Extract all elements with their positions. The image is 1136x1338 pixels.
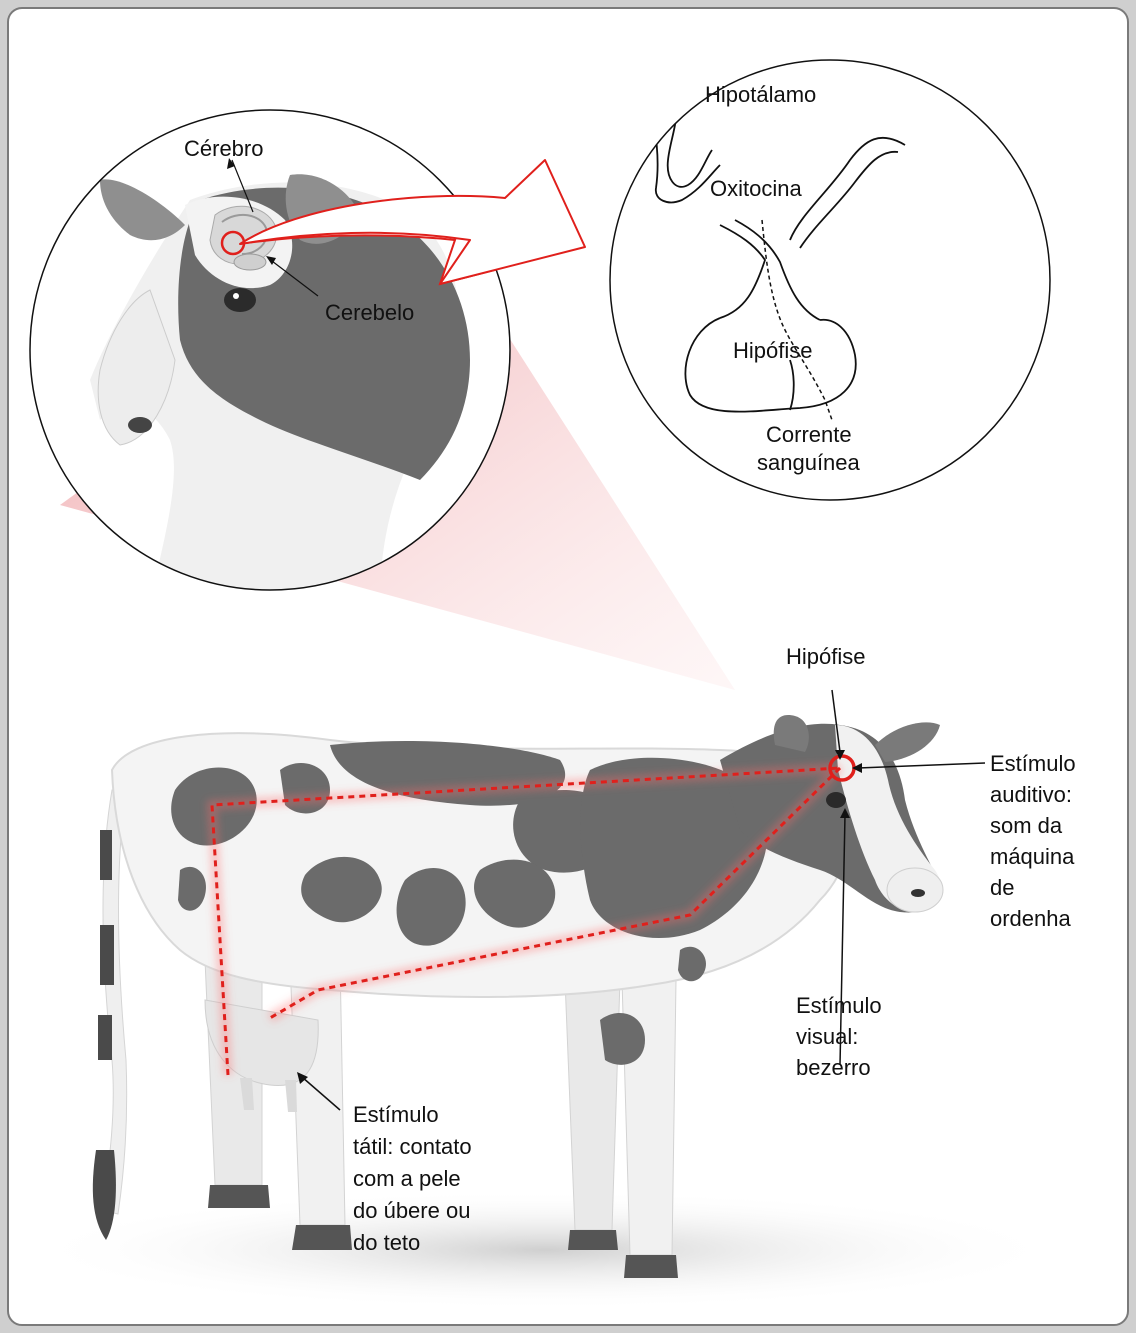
label-hipofise-inset: Hipófise (733, 338, 812, 363)
label-cerebelo: Cerebelo (325, 300, 414, 325)
label-hipofise-cow: Hipófise (786, 644, 865, 669)
svg-text:com a pele: com a pele (353, 1166, 461, 1191)
head-eye-highlight (233, 293, 239, 299)
svg-text:Estímulo: Estímulo (353, 1102, 439, 1127)
svg-text:do úbere ou: do úbere ou (353, 1198, 470, 1223)
label-oxitocina: Oxitocina (710, 176, 802, 201)
svg-text:do teto: do teto (353, 1230, 420, 1255)
head-nostril (128, 417, 152, 433)
label-hipotalamo: Hipotálamo (705, 82, 816, 107)
svg-text:Estímulo: Estímulo (990, 751, 1076, 776)
cow-nostril (911, 889, 925, 897)
ground-shadow (25, 1190, 1065, 1310)
cow-hoof (568, 1230, 618, 1250)
svg-text:máquina: máquina (990, 844, 1075, 869)
head-eye (224, 288, 256, 312)
svg-text:auditivo:: auditivo: (990, 782, 1072, 807)
svg-text:bezerro: bezerro (796, 1055, 871, 1080)
label-corrente-line2: sanguínea (757, 450, 861, 475)
svg-text:de: de (990, 875, 1014, 900)
svg-text:som da: som da (990, 813, 1063, 838)
svg-text:visual:: visual: (796, 1024, 858, 1049)
svg-text:Estímulo: Estímulo (796, 993, 882, 1018)
label-corrente-line1: Corrente (766, 422, 852, 447)
label-cerebro: Cérebro (184, 136, 263, 161)
cow-hoof (624, 1255, 678, 1278)
svg-text:tátil: contato: tátil: contato (353, 1134, 472, 1159)
tail-spots (98, 830, 114, 1060)
cow-hoof (208, 1185, 270, 1208)
svg-text:ordenha: ordenha (990, 906, 1072, 931)
cow-eye (826, 792, 846, 808)
cerebellum (234, 254, 266, 270)
cow-hoof (292, 1225, 352, 1250)
